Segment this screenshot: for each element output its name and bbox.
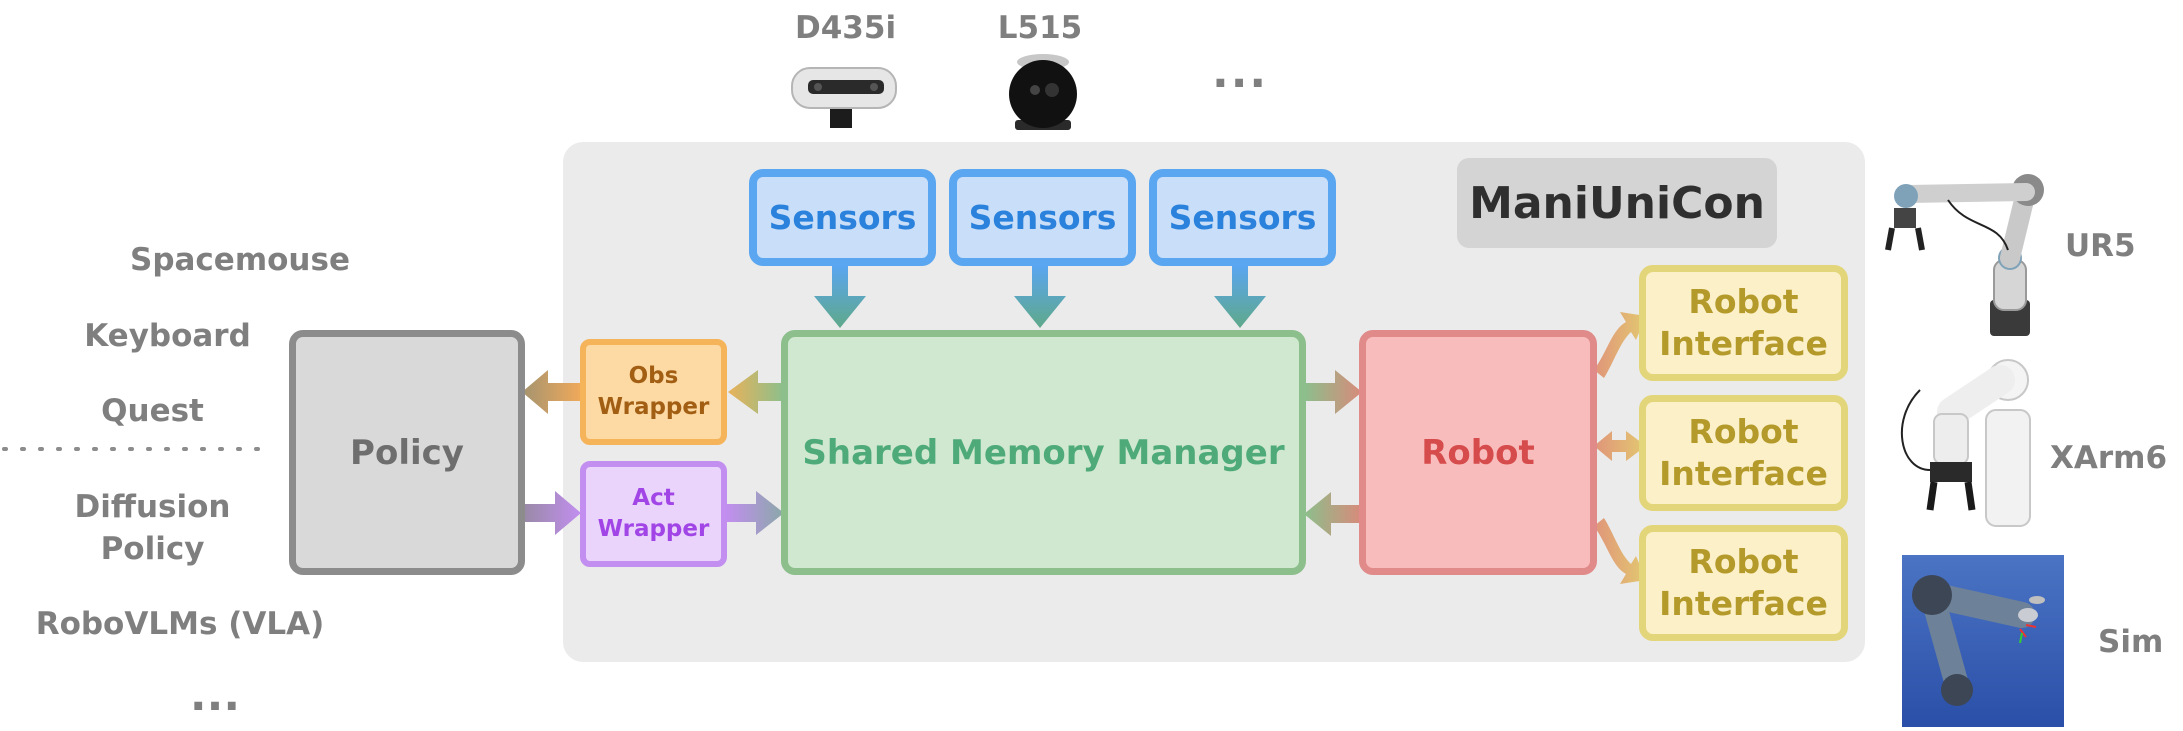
obs-wrapper-box: Obs Wrapper [580, 339, 727, 445]
sensors-label-2: Sensors [968, 198, 1117, 237]
input-keyboard: Keyboard [84, 318, 251, 354]
robot-interface-box-2: Robot Interface [1639, 395, 1848, 511]
input-diffusion-policy: Diffusion Policy [74, 489, 231, 567]
sensors-box-3: Sensors [1149, 169, 1336, 266]
robot-interface-label-2: Robot Interface [1659, 412, 1828, 493]
robot-interface-label-1: Robot Interface [1659, 282, 1828, 363]
robot-name-ur5: UR5 [2065, 228, 2136, 264]
act-wrapper-box: Act Wrapper [580, 461, 727, 567]
robot-name-xarm6: XArm6 [2050, 440, 2168, 476]
maniunicon-title: ManiUniCon [1469, 177, 1765, 229]
policy-box: Policy [289, 330, 525, 575]
robot-interface-box-3: Robot Interface [1639, 525, 1848, 641]
robot-box: Robot [1359, 330, 1597, 575]
sensors-label-3: Sensors [1168, 198, 1317, 237]
robot-name-sim: Sim [2098, 624, 2164, 660]
camera-label-d435i: D435i [795, 10, 897, 46]
input-quest: Quest [101, 393, 204, 429]
sensors-label-1: Sensors [768, 198, 917, 237]
d435i-camera-icon [790, 60, 900, 130]
sim-render-icon [1902, 555, 2064, 727]
sensors-more-ellipsis: ... [1212, 47, 1269, 98]
ur5-arm-icon [1878, 170, 2058, 340]
act-wrapper-label: Act Wrapper [597, 485, 710, 542]
input-spacemouse: Spacemouse [130, 242, 350, 278]
xarm6-arm-icon [1890, 350, 2040, 530]
robot-label: Robot [1421, 432, 1535, 473]
shared-memory-manager-box: Shared Memory Manager [781, 330, 1306, 575]
maniunicon-title-box: ManiUniCon [1457, 158, 1777, 248]
l515-camera-icon [1005, 52, 1081, 132]
input-robovlms: RoboVLMs (VLA) [35, 606, 325, 642]
obs-wrapper-label: Obs Wrapper [597, 363, 710, 420]
shared-memory-manager-label: Shared Memory Manager [802, 432, 1285, 473]
sensors-box-2: Sensors [949, 169, 1136, 266]
robot-interface-box-1: Robot Interface [1639, 265, 1848, 381]
policy-label: Policy [350, 432, 464, 473]
robot-interface-label-3: Robot Interface [1659, 542, 1828, 623]
camera-label-l515: L515 [997, 10, 1083, 46]
inputs-more-ellipsis: ... [189, 670, 241, 721]
sensors-box-1: Sensors [749, 169, 936, 266]
